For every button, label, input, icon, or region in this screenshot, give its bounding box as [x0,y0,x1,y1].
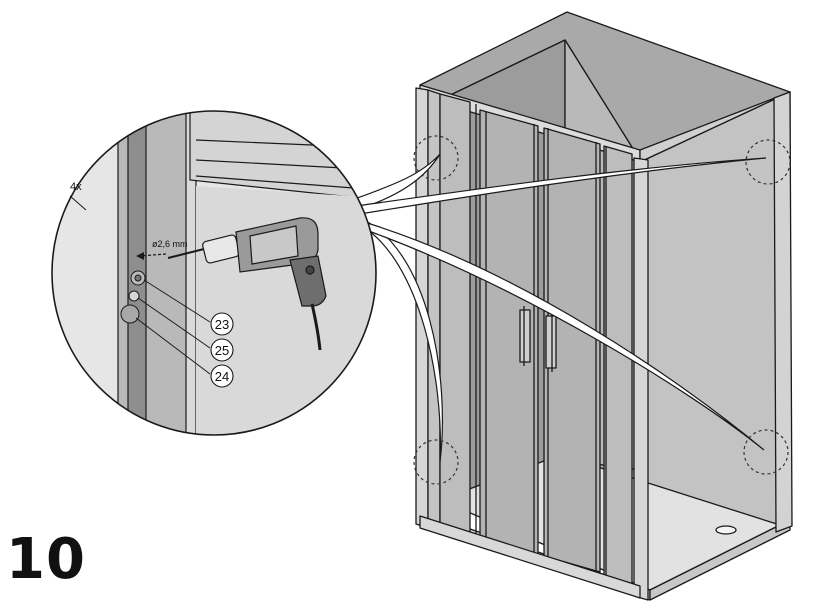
marker-bottom-left [413,439,459,485]
washer-icon [128,290,140,302]
left-handle [519,309,531,363]
drill-icon [167,217,327,351]
callout-leaders [351,153,767,463]
leader-bottom-right [363,221,765,451]
drill-direction-arrow [136,252,167,260]
part-number-23: 23 [215,317,229,332]
leader-top-left [351,153,441,211]
bottom-rail [419,515,641,599]
fixing-parts [120,270,146,324]
marker-top-right [745,139,791,185]
left-fixed-panel [439,93,471,541]
detail-view [51,110,377,436]
drill-bit [167,247,209,259]
tray-side-edge [649,519,791,601]
shower-enclosure [415,11,793,601]
right-fixed-panel [603,145,633,593]
part-number-25: 25 [215,343,229,358]
part-number-24: 24 [215,369,229,384]
drill-size-label: ø2,6 mm [152,239,188,249]
right-sliding-door [543,127,601,573]
marker-top-left [413,135,459,181]
cap-icon [120,304,140,324]
far-right-profile [773,91,793,533]
right-corner-profile [633,157,649,601]
leader-top-right [355,157,767,215]
step-number: 10 [6,527,86,592]
marker-bottom-right [743,429,789,475]
part-callouts: 23 25 24 [135,279,234,388]
drain [715,525,737,535]
fixing-point-markers [413,135,791,485]
leader-bottom-left [359,216,444,463]
right-handle [545,315,557,369]
quantity-label: 4x [70,181,82,193]
